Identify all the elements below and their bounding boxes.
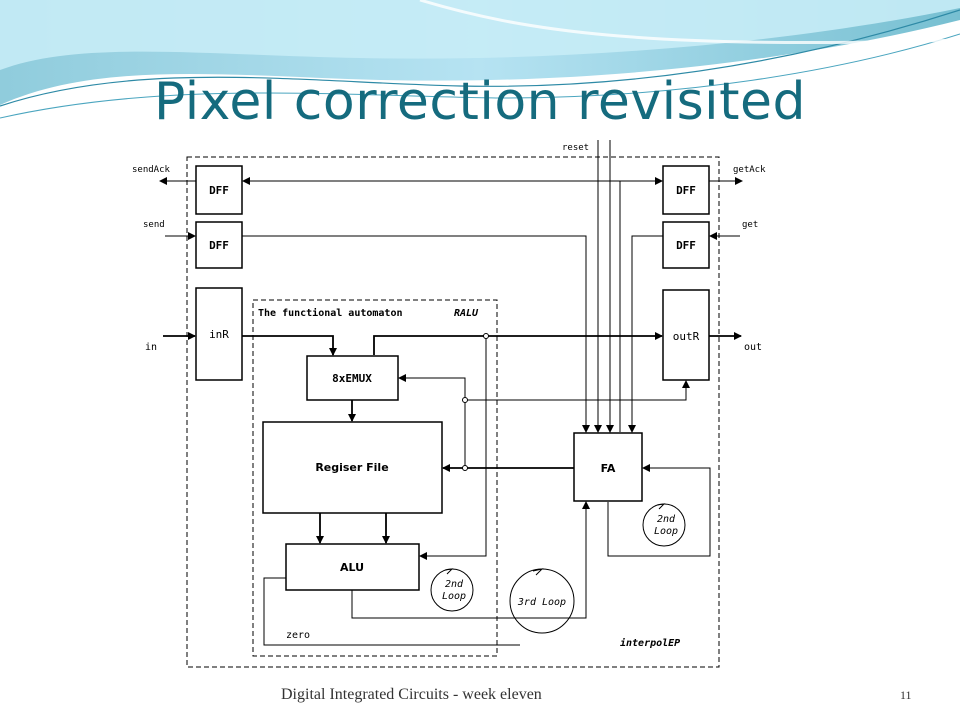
wire-junctions (462, 333, 489, 471)
header-wave-decoration (0, 0, 960, 119)
footer-text: Digital Integrated Circuits - week eleve… (281, 686, 542, 703)
svg-text:DFF: DFF (676, 184, 696, 197)
svg-text:Loop: Loop (654, 526, 678, 537)
port-send-label: send (143, 220, 165, 230)
zero-signal-label: zero (286, 630, 310, 641)
dff-getack: DFF (662, 165, 710, 215)
interpolep-label: interpolEP (620, 637, 680, 649)
svg-text:3rd Loop: 3rd Loop (517, 597, 566, 608)
svg-text:Loop: Loop (442, 591, 466, 602)
dff-sendack: DFF (195, 165, 243, 215)
slide-title: Pixel correction revisited (153, 72, 806, 132)
svg-text:The functional automaton: The functional automaton (258, 307, 403, 319)
dff-send: DFF (195, 221, 243, 269)
wiring (159, 140, 743, 646)
svg-text:DFF: DFF (676, 239, 696, 252)
inr-register: inR (195, 287, 243, 381)
svg-text:DFF: DFF (209, 239, 229, 252)
slide-footer: Digital Integrated Circuits - week eleve… (0, 686, 960, 708)
fa-block: FA (573, 432, 643, 502)
port-sendack-label: sendAck (132, 165, 171, 175)
dff-get: DFF (662, 221, 710, 269)
svg-text:2nd: 2nd (657, 514, 676, 525)
svg-text:ALU: ALU (340, 561, 364, 574)
svg-text:Regiser File: Regiser File (315, 461, 388, 474)
svg-text:outR: outR (673, 330, 700, 343)
alu-block: ALU (285, 543, 420, 591)
port-get-label: get (742, 220, 758, 230)
interpolep-boundary (186, 156, 720, 668)
port-reset-label: reset (562, 143, 589, 153)
port-getack-label: getAck (733, 165, 766, 175)
third-loop: 3rd Loop (509, 568, 575, 634)
mux-block: 8xEMUX (306, 355, 399, 401)
port-out-label: out (744, 342, 762, 353)
outr-register: outR (662, 289, 710, 381)
fa-second-loop: 2nd Loop (642, 503, 686, 547)
ralu-boundary (252, 299, 498, 657)
register-file-block: Regiser File (262, 421, 443, 514)
port-in-label: in (145, 342, 157, 353)
svg-text:8xEMUX: 8xEMUX (332, 372, 372, 385)
svg-text:DFF: DFF (209, 184, 229, 197)
svg-text:FA: FA (601, 462, 616, 475)
svg-text:2nd: 2nd (445, 579, 464, 590)
alu-second-loop: 2nd Loop (430, 568, 474, 612)
ralu-title-label: The functional automaton RALU (258, 307, 479, 319)
svg-text:RALU: RALU (454, 308, 479, 319)
svg-text:inR: inR (209, 328, 229, 341)
page-number: 11 (900, 688, 912, 702)
